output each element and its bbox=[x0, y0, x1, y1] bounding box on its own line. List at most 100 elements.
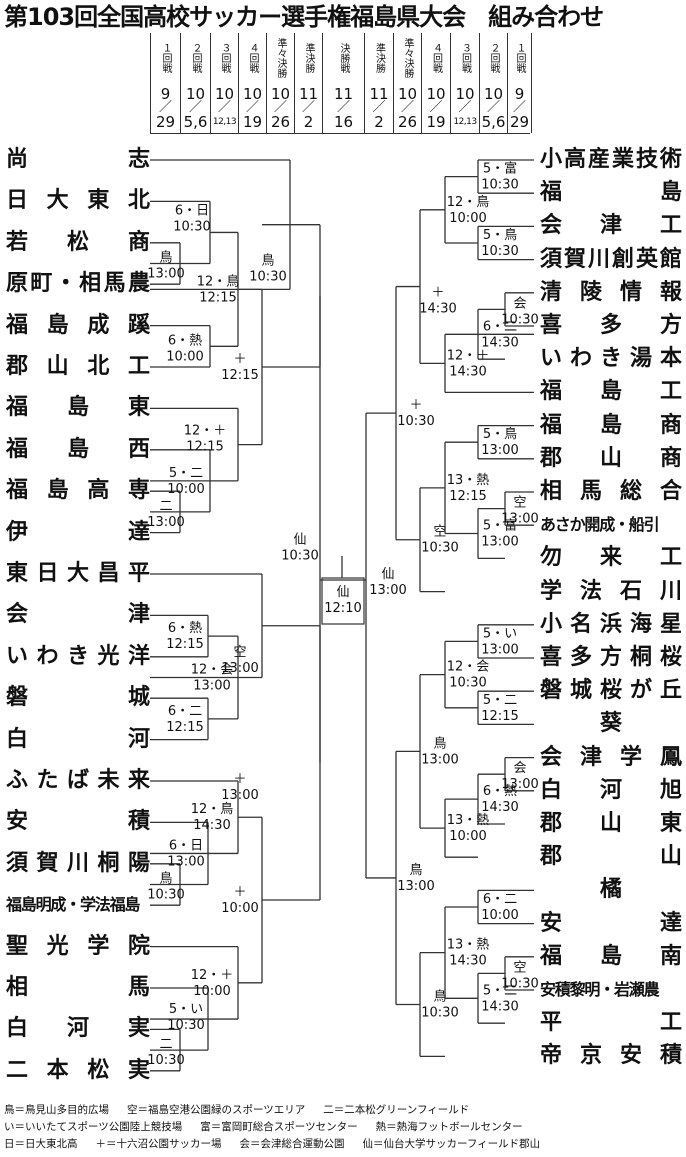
team-name: 尚志 bbox=[6, 143, 150, 177]
team-name-char: 福 bbox=[6, 395, 29, 421]
match-time: 14:30 bbox=[481, 800, 518, 815]
team-name-char: 山 bbox=[599, 811, 622, 836]
right-team: 須賀川創英館 bbox=[540, 243, 682, 277]
match-time: 10:30 bbox=[481, 178, 518, 193]
team-name-char: 学 bbox=[540, 578, 563, 604]
date-separator: ／ bbox=[336, 100, 350, 115]
team-name-char: 喜 bbox=[540, 313, 563, 338]
team-name-char: わ bbox=[36, 643, 59, 669]
right-team: 喜多方桐桜 bbox=[540, 641, 682, 675]
match-time: 10:30 bbox=[421, 541, 458, 556]
match-venue: 空 bbox=[433, 525, 446, 540]
team-name-char: 島 bbox=[599, 943, 622, 969]
match-time: 14:30 bbox=[481, 335, 518, 350]
right-team: 小名浜海星 bbox=[540, 608, 682, 642]
team-name-char: 方 bbox=[599, 645, 622, 670]
match-time: 10:30 bbox=[421, 1006, 458, 1021]
team-name: 会津工 bbox=[540, 209, 682, 243]
team-name-char: 来 bbox=[127, 768, 150, 793]
team-name-char: 英 bbox=[635, 246, 658, 272]
right-team: 勿来工 bbox=[540, 541, 682, 575]
team-name: 白河実 bbox=[6, 1012, 150, 1046]
date-separator: ／ bbox=[400, 100, 414, 115]
left-team: 尚志 bbox=[6, 143, 150, 177]
team-name-char: 達 bbox=[659, 910, 682, 936]
team-name-char: 会 bbox=[6, 602, 29, 628]
team-name-char: 河 bbox=[66, 1016, 89, 1042]
team-name-char: 島 bbox=[66, 395, 89, 421]
right-team: 郡山 bbox=[540, 840, 682, 874]
team-name-char: 大 bbox=[46, 188, 69, 214]
team-name: 安積 bbox=[6, 805, 150, 839]
team-name-char: 農 bbox=[127, 271, 150, 297]
date-separator: ／ bbox=[458, 100, 472, 115]
team-name-char: 山 bbox=[599, 445, 622, 471]
team-name-char: 鳳 bbox=[659, 744, 682, 770]
team-name-char: 安 bbox=[619, 1043, 642, 1069]
match-venue: ＋ bbox=[233, 352, 246, 367]
match-time: 10:00 bbox=[166, 349, 203, 364]
team-name-char: 多 bbox=[599, 313, 622, 338]
team-name-char: 馬 bbox=[103, 271, 126, 297]
round-name: 準決勝 bbox=[373, 43, 385, 73]
team-name: 喜多方桐桜 bbox=[540, 641, 682, 675]
round-name: 準々決勝 bbox=[402, 38, 413, 78]
team-name: 小名浜海星 bbox=[540, 608, 682, 642]
team-name: 磐城桜が丘 bbox=[540, 674, 682, 708]
right-team: あさか開成・船引 bbox=[540, 508, 682, 542]
left-team: 聖光学院 bbox=[6, 930, 150, 964]
team-name-char: 山 bbox=[46, 354, 69, 379]
team-name-char: 小 bbox=[540, 147, 563, 172]
team-name-char: 桐 bbox=[97, 850, 120, 876]
legend-row: 鳥＝鳥見山多目的広場空＝福島空港公園緑のスポーツエリア二＝二本松グリーンフィール… bbox=[4, 1102, 684, 1119]
team-name: 勿来工 bbox=[540, 541, 682, 575]
match-venue: 12・鳥 bbox=[197, 274, 240, 289]
right-team: 喜多方 bbox=[540, 309, 682, 343]
round-day: 12,13 bbox=[212, 117, 237, 127]
team-name: 磐城 bbox=[6, 681, 150, 715]
team-name-char: 本 bbox=[659, 346, 682, 372]
right-team: 安積黎明・岩瀬農 bbox=[540, 973, 682, 1007]
match-venue: 会 bbox=[513, 296, 526, 311]
team-name-char: 須 bbox=[6, 850, 29, 876]
date-separator: ／ bbox=[301, 100, 315, 115]
match-venue: 5・い bbox=[169, 1002, 203, 1017]
left-team: いわき光洋 bbox=[6, 640, 150, 674]
match-venue: 12・＋ bbox=[191, 968, 234, 983]
team-name-char: 葵 bbox=[599, 711, 622, 737]
date-separator: ／ bbox=[429, 100, 443, 115]
team-name-char: 情 bbox=[619, 279, 642, 305]
match-time: 10:00 bbox=[449, 829, 486, 844]
legend-item: 空＝福島空港公園緑のスポーツエリア bbox=[127, 1104, 306, 1116]
round-day: 29 bbox=[155, 113, 176, 131]
team-name-char: 安 bbox=[540, 910, 563, 936]
team-name-char: 北 bbox=[127, 188, 150, 214]
legend-item: 会＝会津総合運動公園 bbox=[239, 1138, 345, 1150]
team-name-char: 高 bbox=[87, 478, 110, 504]
team-name-char: 北 bbox=[87, 354, 110, 379]
team-name: 喜多方 bbox=[540, 309, 682, 343]
team-name-char: 浜 bbox=[599, 611, 622, 637]
match-venue: 5・富 bbox=[483, 161, 517, 177]
team-name-char: 西 bbox=[127, 436, 150, 462]
team-name-char: 福 bbox=[540, 412, 563, 438]
right-team: 福島南 bbox=[540, 940, 682, 974]
team-name-char: 原 bbox=[6, 271, 29, 297]
team-name-char: 東 bbox=[87, 188, 110, 214]
match-venue: 5・二 bbox=[483, 693, 517, 708]
round-day: 26 bbox=[397, 113, 418, 131]
match-venue: 5・い bbox=[483, 626, 517, 641]
team-name-char: た bbox=[36, 768, 59, 793]
team-name-char: 津 bbox=[599, 213, 622, 239]
date-separator: ／ bbox=[188, 100, 202, 115]
match-venue: 12・会 bbox=[191, 663, 234, 678]
match-venue: 鳥 bbox=[433, 736, 446, 751]
team-name-char: 工 bbox=[659, 379, 682, 405]
legend-row: い＝いいたてスポーツ公園陸上競技場富＝富岡町総合スポーツセンター熱＝熱海フットボ… bbox=[4, 1119, 684, 1136]
team-name-char: 平 bbox=[127, 561, 150, 586]
team-name-char: 東 bbox=[659, 811, 682, 836]
match-time: 10:30 bbox=[501, 312, 538, 327]
